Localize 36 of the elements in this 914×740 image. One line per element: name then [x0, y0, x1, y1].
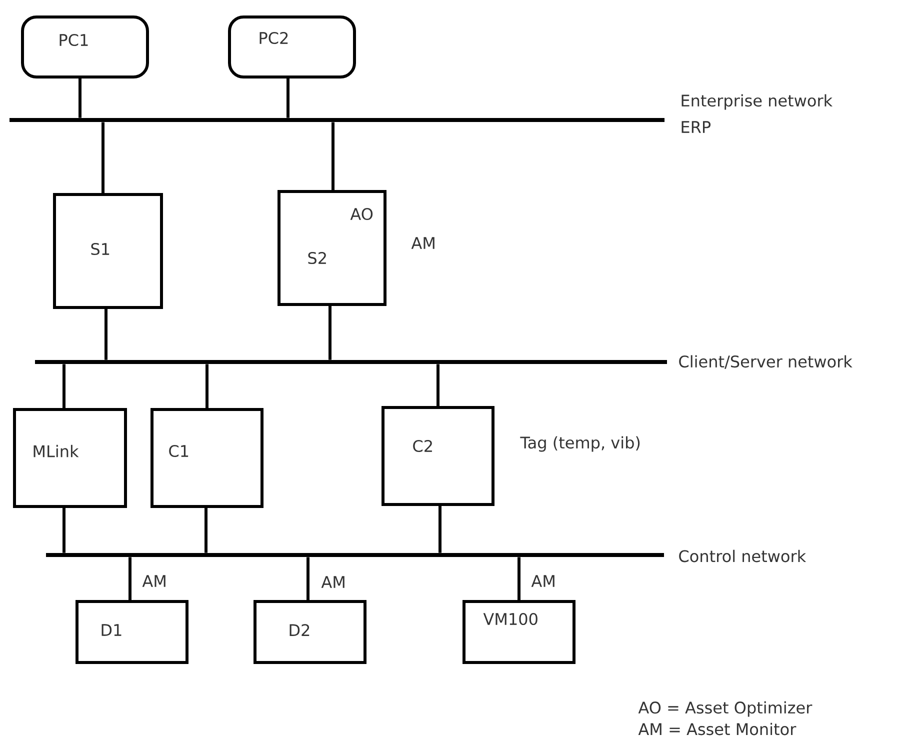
connector-line — [102, 122, 104, 193]
connector-line — [438, 506, 442, 553]
connector-line — [306, 557, 310, 600]
connector-line — [62, 508, 66, 553]
computer-box: PC2 — [228, 16, 356, 78]
connector-line — [518, 557, 520, 600]
network-label: Control network — [679, 550, 806, 562]
device-box: S1 — [53, 193, 163, 309]
connector-line — [104, 309, 108, 360]
connector-line — [332, 122, 334, 190]
edge-label: AM — [141, 574, 168, 588]
network-label: Enterprise network — [682, 94, 833, 110]
connector-line — [286, 78, 290, 118]
computer-box: PC1 — [21, 16, 149, 78]
device-box: AO S2 — [278, 190, 386, 306]
network-label: Client/Server network — [679, 355, 852, 369]
edge-label: AM — [320, 575, 347, 589]
device-box: MLink — [13, 408, 127, 508]
connector-line — [204, 508, 208, 553]
device-box: D2 — [254, 600, 366, 664]
connector-line — [62, 364, 66, 408]
connector-line — [78, 78, 82, 118]
legend-note: AO = Asset Optimizer — [638, 701, 812, 717]
connector-line — [436, 364, 440, 406]
device-box: VM100 — [462, 600, 576, 664]
connector-line — [128, 557, 132, 600]
connector-line — [206, 364, 208, 408]
legend-note: AM = Asset Monitor — [638, 722, 796, 736]
network-label: ERP — [682, 121, 711, 133]
connector-line — [328, 306, 332, 360]
device-box: C1 — [150, 408, 264, 508]
edge-label: AM — [530, 574, 557, 588]
device-box: D1 — [76, 600, 188, 664]
side-label: AM — [411, 237, 434, 249]
device-box: C2 — [382, 406, 494, 506]
side-label: Tag (temp, vib) — [520, 436, 640, 452]
